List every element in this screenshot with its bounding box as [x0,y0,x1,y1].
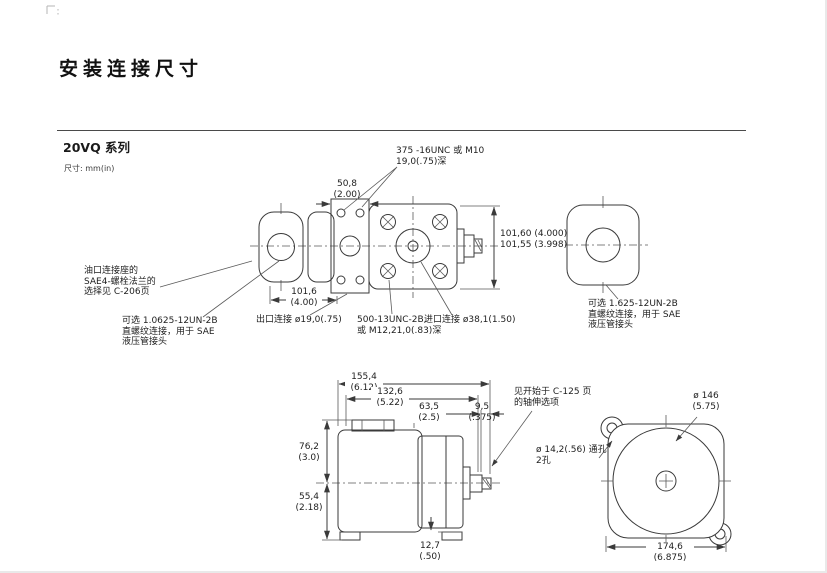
dim-shaft-offset: 9,5 (.375) [468,402,496,423]
label-mounting-thread: 500-13UNC-2B, 或 M12,21,0(.83)深 [357,315,442,336]
note-outlet-option: 可选 1.0625-12UN-2B 直螺纹连接，用于 SAE 液压管接头 [122,316,218,348]
page-title: 安装连接尺寸 [59,58,204,80]
series-label: 20VQ 系列 [63,140,131,155]
header-rule [57,130,746,131]
pump-side-view [337,419,492,541]
rear-view [600,415,732,547]
dim-center-to-top: 76,2 (3.0) [298,442,320,463]
dim-flange-width: 101,6 (4.00) [286,287,322,309]
label-mount-holes: ø 14,2(.56) 通孔 2孔 [536,445,607,466]
units-note: 尺寸: mm(in) [64,164,115,173]
dim-body-length: 132,6 (5.22) [371,387,409,409]
dim-cover-length: 63,5 (2.5) [412,402,446,424]
dim-pilot-diameter: ø 146 (5.75) [692,391,720,412]
label-outlet-port: 出口连接 ø19,0(.75) [256,315,342,325]
note-outlet-flange: 油口连接座的 SAE4-螺栓法兰的 选择见 C-206页 [84,266,156,298]
dim-port-width: 50,8 (2.00) [333,179,361,200]
dim-pilot-height: 101,60 (4.000) 101,55 (3.998) [500,229,568,250]
note-shaft-options: 见开始于 C-125 页 的轴伸选项 [514,387,592,408]
top-view-dimensions [159,166,619,318]
bottom-view-drawing [316,380,732,552]
dim-hole-span: 174,6 (6.875) [646,542,694,564]
page-corner-artifact [46,5,59,15]
note-inlet-option: 可选 1.625-12UN-2B 直螺纹连接，用于 SAE 液压管接头 [588,299,681,331]
dim-foot-height: 12,7 (.50) [414,541,446,563]
label-inlet-port: 进口连接 ø38,1(1.50) [424,315,516,325]
inlet-flange-view [566,204,640,286]
bottom-view-dimensions [322,380,727,552]
pump-front-view [307,198,483,294]
outlet-flange-view [258,211,304,283]
callout-flange-thread: 375 -16UNC 或 M10 19,0(.75)深 [396,146,485,167]
dim-center-to-base: 55,4 (2.18) [295,492,323,513]
top-view-drawing [159,166,648,318]
